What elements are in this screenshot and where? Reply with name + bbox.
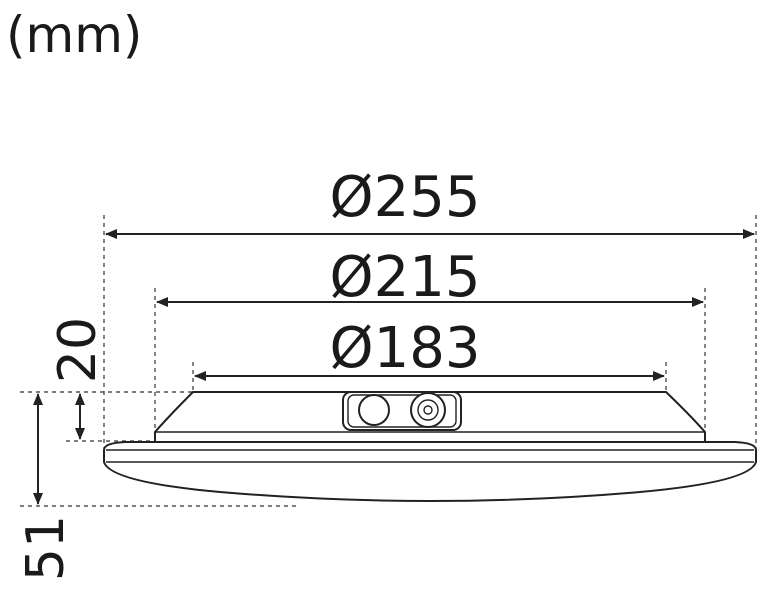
inner-diameter-label: Ø183 (330, 316, 481, 381)
upper-height-label: 20 (48, 317, 108, 383)
units-label: (mm) (6, 6, 143, 64)
lamp-diffuser-base (103, 441, 757, 502)
total-height-label: 51 (16, 515, 76, 581)
sensor-lens-right-outer (410, 392, 446, 428)
sensor-module-inner (347, 394, 457, 428)
outer-diameter-label: Ø255 (330, 165, 481, 230)
sensor-lens-left (358, 394, 390, 426)
sensor-lens-right-core (423, 405, 433, 415)
middle-diameter-label: Ø215 (330, 245, 481, 310)
sensor-lens-right-ring (417, 399, 439, 421)
